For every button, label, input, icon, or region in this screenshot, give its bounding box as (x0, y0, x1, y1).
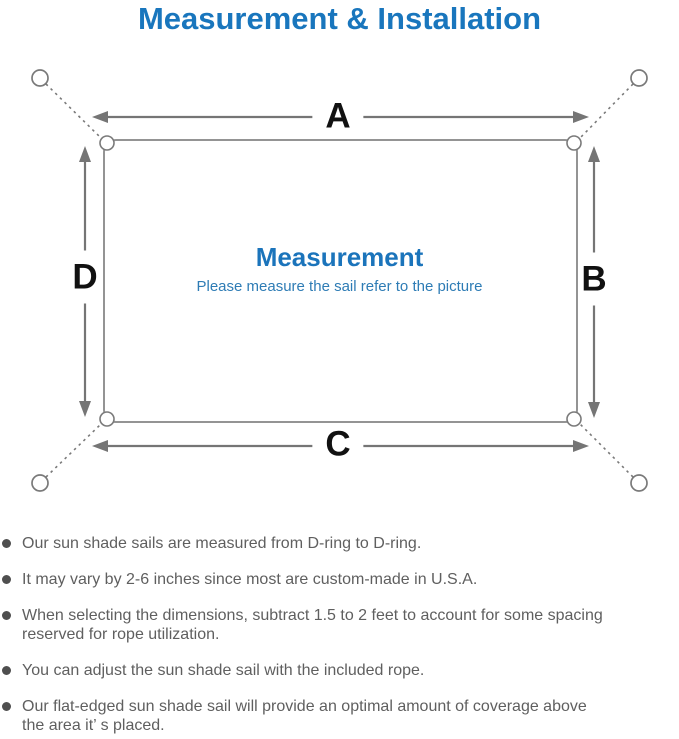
list-item: When selecting the dimensions, subtract … (0, 606, 679, 644)
list-item: It may vary by 2-6 inches since most are… (0, 570, 679, 589)
bullet-icon (2, 575, 11, 584)
note-text: You can adjust the sun shade sail with t… (22, 662, 425, 679)
dimension-label-a: A (312, 98, 364, 134)
note-text: Our sun shade sails are measured from D-… (22, 535, 422, 552)
list-item: You can adjust the sun shade sail with t… (0, 661, 679, 680)
note-text: Our flat-edged sun shade sail will provi… (22, 698, 587, 715)
bullet-icon (2, 702, 11, 711)
anchor-point-icon-top-left (31, 69, 49, 87)
anchor-point-icon-top-right (630, 69, 648, 87)
note-text: the area it’ s placed. (22, 717, 165, 734)
bullet-icon (2, 539, 11, 548)
list-item: Our flat-edged sun shade sail will provi… (0, 697, 679, 735)
list-item: Our sun shade sails are measured from D-… (0, 534, 679, 553)
rope-line-top-left (45, 83, 102, 139)
dimension-label-b: B (578, 252, 610, 306)
dimension-label-d: D (69, 250, 101, 304)
arrowhead-right-icon (573, 111, 589, 123)
bullet-icon (2, 611, 11, 620)
d-ring-icon-top-right (566, 135, 582, 151)
anchor-point-icon-bottom-right (630, 474, 648, 492)
diagram-center-subtitle: Please measure the sail refer to the pic… (196, 278, 483, 295)
dimension-label-c: C (312, 426, 364, 462)
note-text: It may vary by 2-6 inches since most are… (22, 571, 478, 588)
rope-line-top-right (579, 83, 634, 139)
arrowhead-left-icon (92, 111, 108, 123)
diagram-center-title: Measurement (255, 242, 424, 272)
bullet-icon (2, 666, 11, 675)
arrowhead-down-icon (79, 401, 91, 417)
rope-line-bottom-left (45, 423, 102, 478)
arrowhead-left-icon (92, 440, 108, 452)
d-ring-icon-bottom-left (99, 411, 115, 427)
arrowhead-up-icon (588, 146, 600, 162)
d-ring-icon-top-left (99, 135, 115, 151)
arrowhead-down-icon (588, 402, 600, 418)
note-text: reserved for rope utilization. (22, 626, 220, 643)
measurement-notes-list: Our sun shade sails are measured from D-… (0, 534, 679, 739)
note-text: When selecting the dimensions, subtract … (22, 607, 603, 624)
anchor-point-icon-bottom-left (31, 474, 49, 492)
arrowhead-right-icon (573, 440, 589, 452)
page-title: Measurement & Installation (137, 1, 542, 36)
sail-outline (103, 139, 578, 423)
arrowhead-up-icon (79, 146, 91, 162)
d-ring-icon-bottom-right (566, 411, 582, 427)
rope-line-bottom-right (579, 423, 634, 478)
